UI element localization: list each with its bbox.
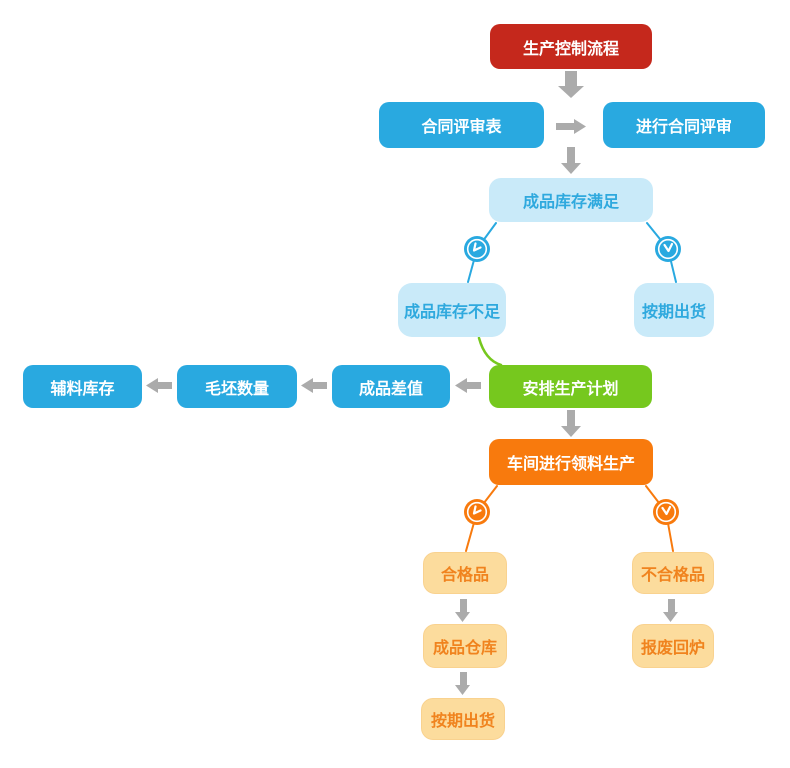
node-auxiliary-stock: 辅料库存 [23, 365, 142, 408]
node-qualified-product: 合格品 [423, 552, 507, 594]
arrow-down-icon [561, 410, 581, 437]
node-production-control: 生产控制流程 [490, 24, 652, 69]
node-unqualified-product: 不合格品 [632, 552, 714, 594]
node-ship-on-schedule-lower: 按期出货 [421, 698, 505, 740]
node-scrap-remelt: 报废回炉 [632, 624, 714, 668]
node-stock-sufficient: 成品库存满足 [489, 178, 653, 222]
arrow-left-icon [146, 378, 172, 393]
arrow-down-icon [558, 71, 584, 98]
node-contract-review-form: 合同评审表 [379, 102, 544, 148]
arrow-right-icon [556, 119, 586, 134]
node-ship-on-schedule-upper: 按期出货 [634, 283, 714, 337]
clock-icon [653, 499, 679, 525]
gray-arrows [146, 71, 678, 695]
clock-icon [464, 499, 490, 525]
arrow-down-icon [663, 599, 678, 622]
arrow-left-icon [301, 378, 327, 393]
clock-icon [655, 236, 681, 262]
node-finished-difference: 成品差值 [332, 365, 450, 408]
node-finished-warehouse: 成品仓库 [423, 624, 507, 668]
node-stock-insufficient: 成品库存不足 [398, 283, 506, 337]
node-arrange-production-plan: 安排生产计划 [489, 365, 652, 408]
arrow-down-icon [455, 672, 470, 695]
connector-to-plan [477, 336, 503, 367]
node-conduct-contract-review: 进行合同评审 [603, 102, 765, 148]
node-workshop-material-production: 车间进行领料生产 [489, 439, 653, 485]
arrow-down-icon [455, 599, 470, 622]
clock-icon [464, 236, 490, 262]
node-blank-quantity: 毛坯数量 [177, 365, 297, 408]
arrow-left-icon [455, 378, 481, 393]
arrow-down-icon [561, 147, 581, 174]
